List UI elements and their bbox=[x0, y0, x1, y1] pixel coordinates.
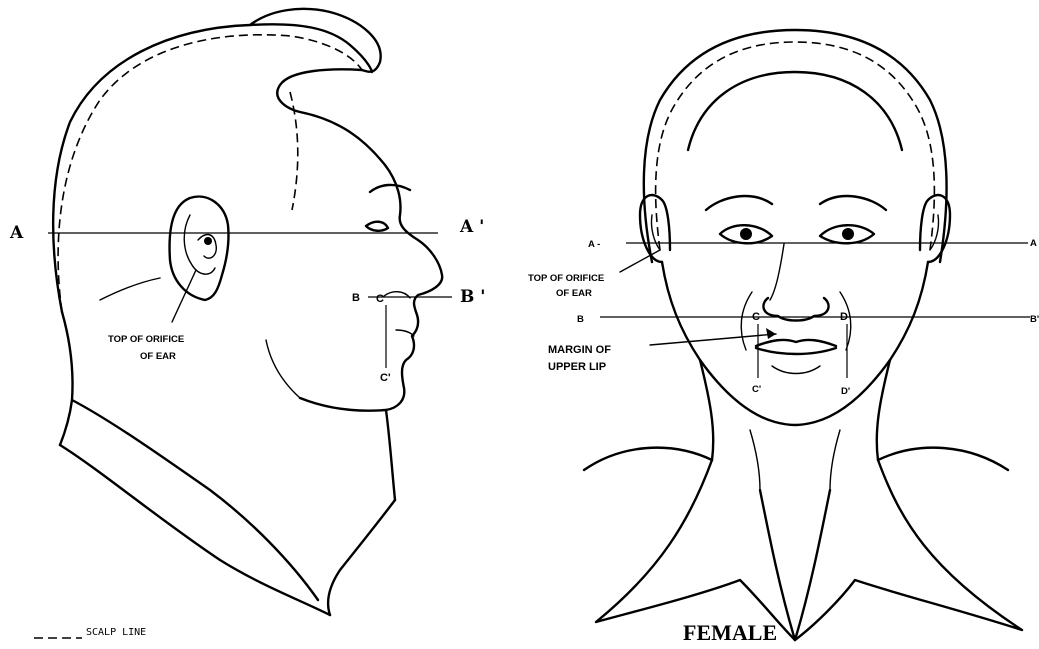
profile-collar-front bbox=[328, 500, 395, 615]
profile-cheek-line bbox=[266, 340, 300, 398]
profile-ear-inner bbox=[184, 215, 215, 274]
front-letter-b-right: B' bbox=[1030, 314, 1039, 325]
profile-eyebrow bbox=[370, 185, 410, 192]
profile-ear-label-line1: TOP OF ORIFICE bbox=[108, 334, 184, 345]
profile-head-drawing: A A ' B B ' C C' TOP OF ORIFICE OF EAR bbox=[9, 9, 486, 615]
front-brow-left bbox=[706, 196, 772, 210]
front-lip-label-line2: UPPER LIP bbox=[548, 361, 606, 373]
profile-hair-quiff bbox=[250, 9, 381, 72]
front-letter-a: A - bbox=[588, 239, 600, 250]
front-pupil-left bbox=[740, 228, 752, 240]
front-letter-c-prime: C' bbox=[752, 384, 761, 395]
front-neck-crease-left bbox=[750, 430, 760, 490]
front-face-outline bbox=[662, 262, 928, 425]
front-letter-c: C bbox=[752, 311, 760, 323]
front-neck-crease-right bbox=[830, 430, 840, 490]
front-letter-b: B bbox=[577, 314, 584, 325]
front-lip-label-line1: MARGIN OF bbox=[548, 344, 611, 356]
front-letter-d-prime: D' bbox=[841, 386, 850, 397]
profile-head-outline bbox=[53, 24, 372, 312]
profile-collar bbox=[60, 445, 330, 615]
profile-ear-orifice-dot bbox=[204, 237, 212, 245]
front-shoulder-left bbox=[584, 448, 712, 470]
front-hairline bbox=[688, 72, 902, 150]
front-letter-a-right: A bbox=[1030, 238, 1037, 249]
front-upper-lip bbox=[756, 340, 836, 346]
profile-ear-label-line2: OF EAR bbox=[140, 351, 176, 362]
caption-female: FEMALE bbox=[683, 620, 777, 645]
front-collar-right bbox=[795, 460, 1022, 640]
front-pupil-right bbox=[842, 228, 854, 240]
profile-letter-c: C bbox=[376, 293, 384, 305]
front-nose-bridge bbox=[770, 244, 784, 300]
front-brow-right bbox=[820, 196, 886, 210]
front-ear-pointer bbox=[620, 250, 660, 272]
scalp-line-legend-label: SCALP LINE bbox=[86, 627, 146, 638]
profile-letter-b-prime: B ' bbox=[460, 287, 486, 307]
profile-eye bbox=[366, 222, 388, 231]
front-head-drawing: A - A TOP OF ORIFICE OF EAR B B' C D C' … bbox=[528, 30, 1039, 640]
profile-neck-front bbox=[386, 410, 395, 500]
profile-letter-a-prime: A ' bbox=[459, 217, 484, 237]
front-ear-label-line2: OF EAR bbox=[556, 288, 592, 299]
front-shoulder-right bbox=[878, 448, 1008, 470]
profile-letter-b: B bbox=[352, 292, 360, 304]
front-lip-pointer bbox=[650, 334, 776, 345]
profile-jaw-line bbox=[100, 278, 160, 300]
profile-neck-back bbox=[60, 312, 73, 445]
profile-face-outline bbox=[277, 69, 442, 410]
front-collar-left bbox=[596, 460, 795, 640]
profile-letter-a: A bbox=[9, 223, 24, 243]
front-nasolabial-left bbox=[741, 292, 752, 350]
front-mouth-line bbox=[756, 348, 836, 354]
front-ear-label-line1: TOP OF ORIFICE bbox=[528, 273, 604, 284]
scalp-line-legend: SCALP LINE bbox=[34, 627, 146, 638]
front-lip-arrowhead bbox=[766, 328, 776, 339]
profile-letter-c-prime: C' bbox=[380, 372, 391, 384]
profile-collar-inner bbox=[72, 400, 318, 600]
profile-ear-outer bbox=[170, 197, 229, 300]
front-letter-d: D bbox=[840, 311, 848, 323]
front-lower-lip bbox=[772, 366, 820, 374]
